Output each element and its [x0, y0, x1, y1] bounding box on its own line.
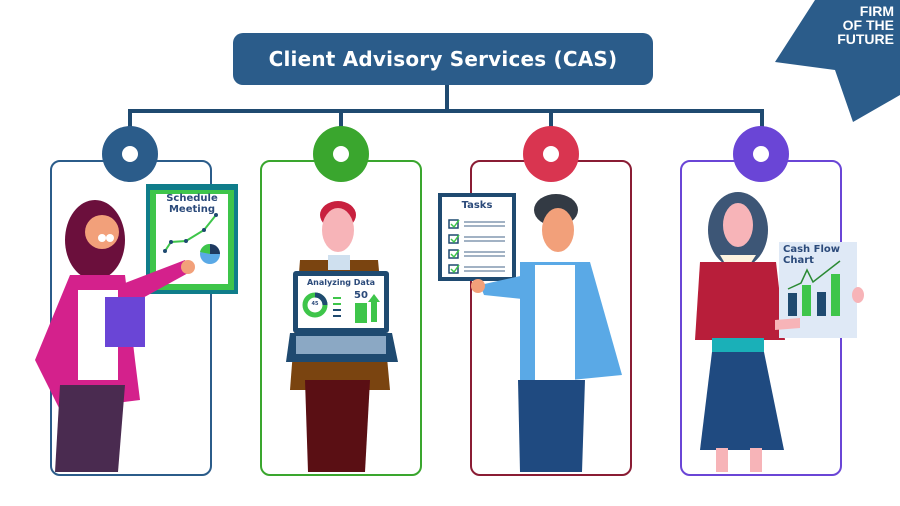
- badge-label: FIRM OF THE FUTURE: [837, 4, 894, 46]
- schedule-meeting-label: Schedule Meeting: [160, 193, 224, 215]
- cash-flow-label: Cash Flow Chart: [783, 244, 840, 266]
- node-circle-4: [733, 126, 789, 182]
- sign-line: Schedule: [166, 193, 218, 204]
- sign-line: Cash Flow: [783, 244, 841, 255]
- tasks-label: Tasks: [461, 200, 493, 211]
- analyzing-data-label: Analyzing Data: [306, 278, 376, 287]
- node-circle-2: [313, 126, 369, 182]
- badge-line-2: OF THE: [842, 17, 894, 33]
- badge-line-3: FUTURE: [837, 31, 894, 47]
- badge-line-1: FIRM: [859, 3, 894, 19]
- sign-line: Chart: [783, 255, 814, 266]
- node-circle-1: [102, 126, 158, 182]
- firm-of-the-future-badge: [775, 0, 900, 122]
- node-circle-3: [523, 126, 579, 182]
- diagram-title: Client Advisory Services (CAS): [233, 33, 653, 85]
- donut-value: 45: [311, 301, 319, 307]
- sign-line: Meeting: [168, 204, 215, 215]
- stat-value: 50: [354, 290, 368, 301]
